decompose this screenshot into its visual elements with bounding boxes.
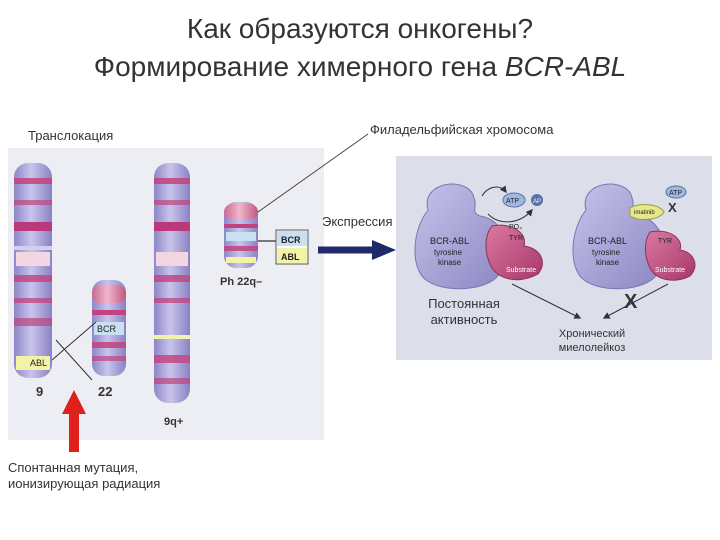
chromosome-9-label: 9: [36, 384, 43, 399]
mutation-line-1: Спонтанная мутация,: [8, 460, 139, 475]
bcr-label-chr22: BCR: [97, 324, 117, 334]
bcr-abl-kinase-inhibited: [572, 183, 696, 290]
blocked-to-leukemia-arrow: [602, 283, 669, 319]
po4-label: PO₄: [509, 224, 522, 231]
title-line-2: Формирование химерного гена BCR-ABL: [0, 50, 720, 84]
tyrosine-label-2: tyrosine: [592, 248, 621, 257]
atp-label-1: ATP: [506, 198, 519, 205]
outcome-line-1: Хронический: [559, 328, 625, 340]
title-prefix: Формирование химерного гена: [93, 51, 505, 82]
translocation-line-1: [51, 321, 97, 361]
chromosome-9q-label: 9q+: [164, 416, 183, 428]
substrate-label-1: Substrate: [506, 267, 536, 274]
kinase-label-2: kinase: [596, 258, 620, 267]
bcr-abl-label-2: BCR-ABL: [588, 236, 627, 246]
philadelphia-pointer-line: [257, 133, 369, 213]
translocation-line-2: [55, 339, 93, 381]
bcr-abl-gene-box: [275, 229, 309, 265]
expression-label: Экспрессия: [322, 214, 393, 229]
constant-activity-line-2: активность: [430, 312, 498, 327]
tyrosine-label-1: tyrosine: [434, 248, 463, 257]
bcr-label-ph: BCR: [281, 235, 301, 245]
chromosome-9q: [154, 163, 190, 403]
atp-label-2: ATP: [669, 190, 682, 197]
title-gene: BCR-ABL: [504, 51, 627, 82]
bcr-abl-label-1: BCR-ABL: [430, 236, 469, 246]
tyr-label-1: TYR: [509, 235, 523, 242]
translocation-label: Транслокация: [28, 128, 114, 143]
ap-label: AP: [533, 199, 541, 205]
constant-activity-line-1: Постоянная: [428, 296, 500, 311]
mutation-line-2: ионизирующая радиация: [8, 476, 161, 491]
philadelphia-chromosome: [224, 202, 276, 268]
chromosome-22: [92, 280, 126, 376]
mutation-arrow-head: [62, 390, 86, 414]
abl-label-ph: ABL: [281, 252, 300, 262]
outcome-line-2: миелолейкоз: [559, 342, 626, 354]
x-mark-blocked: X: [624, 291, 638, 313]
tyr-label-2: TYR: [658, 238, 672, 245]
title-line-1: Как образуются онкогены?: [186, 13, 534, 44]
kinase-label-1: kinase: [438, 258, 462, 267]
substrate-label-2: Substrate: [655, 267, 685, 274]
chromosome-22-label: 22: [98, 384, 112, 399]
imatinib-label: imatinib: [634, 210, 655, 216]
chromosome-9: [14, 163, 52, 378]
expression-arrow-head: [372, 240, 396, 260]
mutation-label: Спонтанная мутация,ионизирующая радиация: [8, 460, 160, 492]
abl-label-chr9: ABL: [30, 358, 47, 368]
phosphate-transfer-arrow: [487, 208, 533, 223]
activity-to-leukemia-arrow: [511, 283, 582, 319]
ph-label: Ph 22q–: [220, 276, 262, 288]
atp-binding-arrow: [481, 185, 507, 197]
philadelphia-label: Филадельфийская хромосома: [370, 122, 554, 137]
bcr-abl-kinase-active: [414, 183, 543, 290]
x-mark-atp: X: [668, 200, 677, 215]
